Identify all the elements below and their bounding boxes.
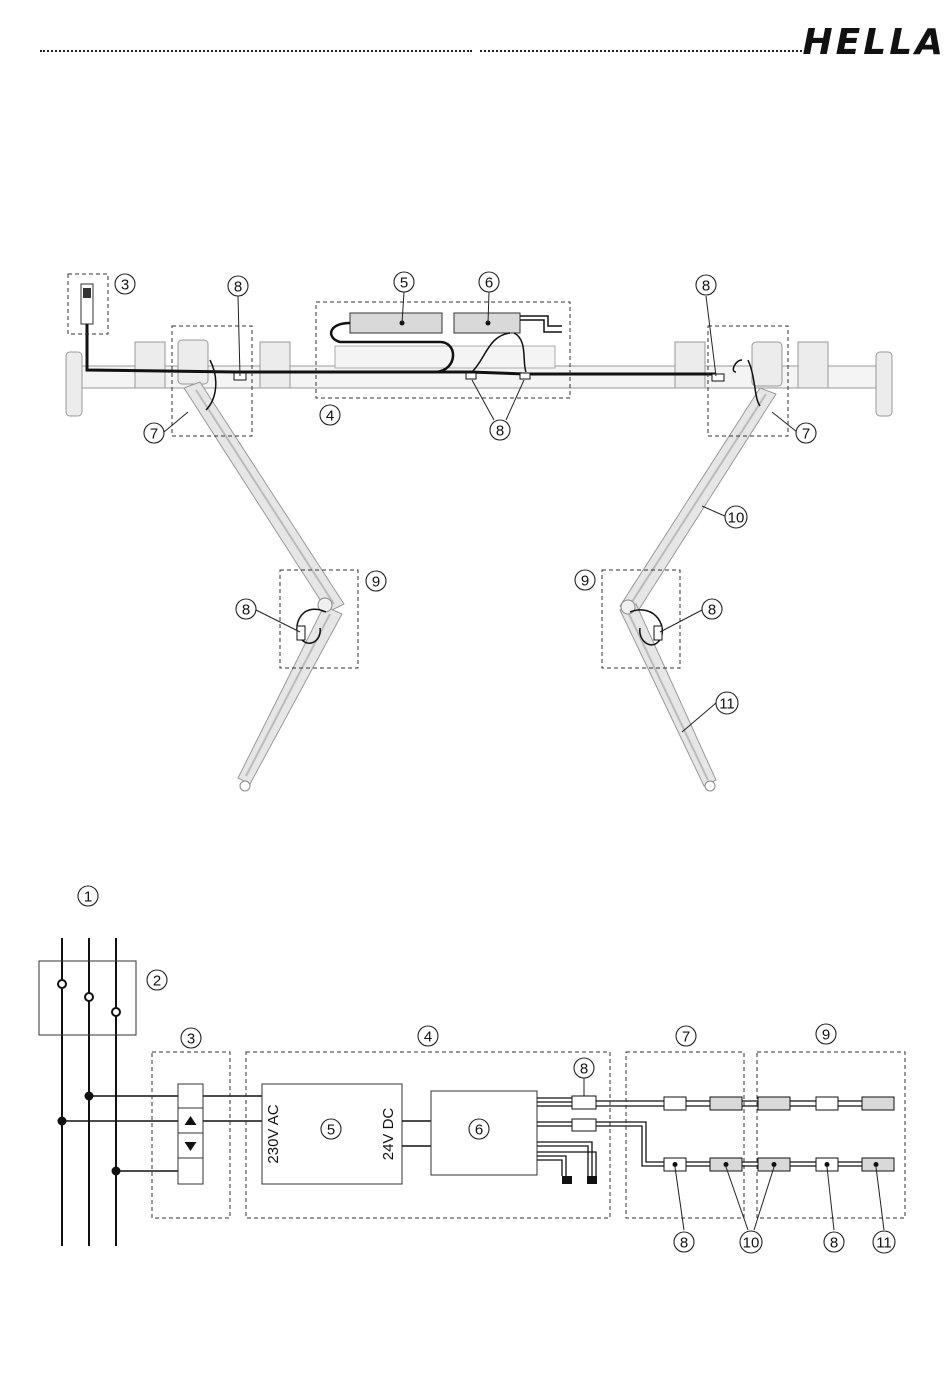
callout-8: 8 <box>696 275 716 295</box>
callout-4: 4 <box>320 405 340 425</box>
svg-text:10: 10 <box>743 1235 760 1252</box>
callout-9: 9 <box>575 570 595 590</box>
svg-text:9: 9 <box>581 573 589 590</box>
psu-input-label: 230V AC <box>265 1104 282 1163</box>
svg-text:2: 2 <box>153 973 161 990</box>
svg-text:8: 8 <box>496 423 504 440</box>
wall-bracket <box>135 342 165 388</box>
callout-9: 9 <box>816 1024 836 1044</box>
svg-text:5: 5 <box>327 1122 335 1139</box>
callout-7: 7 <box>676 1026 696 1046</box>
callout-10: 10 <box>725 506 747 528</box>
connector-8 <box>664 1097 686 1110</box>
callout-11: 11 <box>873 1231 895 1253</box>
callout-5: 5 <box>321 1119 341 1139</box>
connector-8 <box>572 1119 596 1131</box>
svg-text:7: 7 <box>150 426 158 443</box>
wall-bracket <box>798 342 828 388</box>
psu-output-label: 24V DC <box>380 1108 397 1161</box>
svg-text:8: 8 <box>680 1235 688 1252</box>
svg-text:3: 3 <box>121 277 129 294</box>
end-cap-left <box>66 352 82 416</box>
callout-8: 8 <box>574 1058 594 1078</box>
callout-5: 5 <box>394 272 414 292</box>
connector-8 <box>816 1097 838 1110</box>
light-strip-10 <box>710 1097 742 1110</box>
wiring-schematic: 230V AC 24V DC 5 6 8 4 3 <box>39 886 905 1253</box>
svg-text:11: 11 <box>876 1235 892 1252</box>
end-cap-right <box>876 352 892 416</box>
svg-text:8: 8 <box>830 1235 838 1252</box>
callout-3: 3 <box>181 1028 201 1048</box>
svg-text:9: 9 <box>372 574 380 591</box>
connector-8 <box>466 373 476 379</box>
callout-11: 11 <box>716 692 738 714</box>
svg-text:8: 8 <box>242 602 250 619</box>
svg-text:8: 8 <box>580 1061 588 1078</box>
svg-text:8: 8 <box>234 279 242 296</box>
callout-3: 3 <box>115 274 135 294</box>
group-7-schematic <box>626 1052 744 1218</box>
callout-8: 8 <box>236 599 256 619</box>
light-strip-11 <box>862 1097 894 1110</box>
callout-7: 7 <box>144 423 164 443</box>
callout-7: 7 <box>796 423 816 443</box>
callout-9: 9 <box>366 571 386 591</box>
svg-text:4: 4 <box>326 408 334 425</box>
svg-text:5: 5 <box>400 275 408 292</box>
svg-text:6: 6 <box>475 1122 483 1139</box>
callout-8: 8 <box>702 599 722 619</box>
awning-illustration: 3 5 6 8 8 4 8 7 7 10 9 9 8 8 11 <box>66 272 892 791</box>
svg-text:6: 6 <box>485 275 493 292</box>
svg-text:9: 9 <box>822 1027 830 1044</box>
wall-bracket <box>260 342 290 388</box>
connector-8 <box>520 373 530 379</box>
svg-text:8: 8 <box>708 602 716 619</box>
switch-unit[interactable] <box>178 1084 203 1184</box>
svg-text:1: 1 <box>84 889 92 906</box>
callout-10: 10 <box>740 1231 762 1253</box>
center-mount-plate <box>335 346 555 368</box>
arm-shoulder-left <box>178 340 208 384</box>
callout-6: 6 <box>469 1119 489 1139</box>
svg-text:7: 7 <box>802 426 810 443</box>
light-strip-10 <box>758 1097 790 1110</box>
callout-6: 6 <box>479 272 499 292</box>
svg-text:7: 7 <box>682 1029 690 1046</box>
connector-8 <box>572 1096 596 1109</box>
svg-text:10: 10 <box>728 510 745 527</box>
callout-8: 8 <box>228 276 248 296</box>
svg-text:11: 11 <box>719 696 735 713</box>
wall-bracket <box>675 342 705 388</box>
left-arm-lower <box>238 606 342 784</box>
svg-text:4: 4 <box>424 1029 432 1046</box>
power-supply-module <box>350 313 442 333</box>
svg-text:3: 3 <box>187 1031 195 1048</box>
callout-2: 2 <box>147 970 167 990</box>
group-9-schematic <box>757 1052 905 1218</box>
callout-8: 8 <box>824 1232 844 1252</box>
connector-8 <box>712 374 724 381</box>
callout-1: 1 <box>78 886 98 906</box>
arm-shoulder-right <box>752 342 782 386</box>
callout-4: 4 <box>418 1026 438 1046</box>
callout-8: 8 <box>490 420 510 440</box>
callout-8: 8 <box>674 1232 694 1252</box>
right-elbow-joint <box>621 600 635 614</box>
svg-text:8: 8 <box>702 278 710 295</box>
